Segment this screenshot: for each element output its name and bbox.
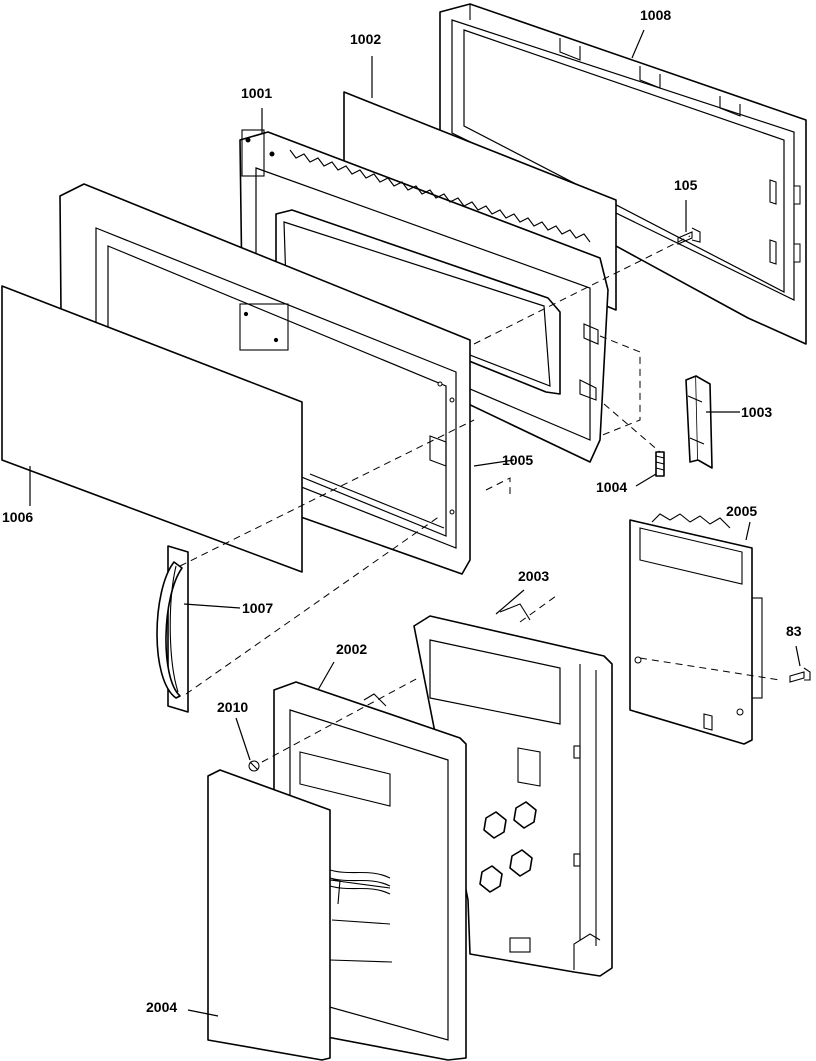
part-2010-screw	[248, 760, 260, 772]
label-105: 105	[674, 177, 698, 193]
label-1005: 1005	[502, 452, 534, 468]
label-1006: 1006	[2, 509, 34, 525]
label-2003: 2003	[518, 568, 550, 584]
label-1007: 1007	[242, 600, 274, 616]
label-2004: 2004	[146, 999, 178, 1015]
assembly-dashed-lines	[179, 235, 781, 763]
label-83: 83	[786, 623, 802, 639]
label-1008: 1008	[640, 7, 672, 23]
label-1004: 1004	[596, 479, 628, 495]
label-1003: 1003	[741, 404, 773, 420]
label-1001: 1001	[241, 85, 273, 101]
leader-lines	[29, 29, 801, 1017]
part-83-screw	[789, 667, 811, 683]
label-1002: 1002	[350, 31, 382, 47]
part-1004-spring	[655, 451, 665, 477]
part-1006-door-panel	[1, 285, 303, 573]
label-2005: 2005	[726, 503, 758, 519]
part-2005-pcb	[629, 513, 763, 745]
part-1003-latch	[685, 375, 713, 469]
label-2010: 2010	[217, 699, 249, 715]
part-1007-handle	[156, 545, 189, 713]
label-2002: 2002	[336, 641, 368, 657]
part-2003-control-housing	[413, 603, 613, 977]
part-2004-membrane	[207, 769, 331, 1061]
